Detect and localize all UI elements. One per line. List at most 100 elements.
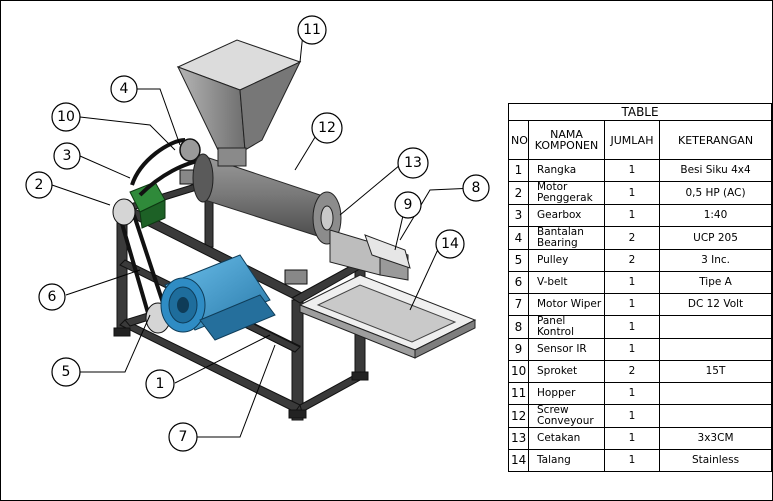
svg-text:10: 10 <box>57 109 75 125</box>
callout-6: 6 <box>38 283 66 311</box>
row-jumlah: 2 <box>604 249 660 272</box>
v-belt <box>116 202 168 321</box>
row-nama: Sproket <box>528 360 605 383</box>
hopper <box>176 39 302 167</box>
header-jumlah: JUMLAH <box>604 120 660 160</box>
svg-text:1: 1 <box>156 376 165 392</box>
callout-2: 2 <box>25 171 53 199</box>
row-no: 4 <box>508 226 529 250</box>
row-keterangan: UCP 205 <box>658 226 773 250</box>
row-nama: Motor Penggerak <box>528 181 605 205</box>
row-nama: Pulley <box>528 249 605 272</box>
row-keterangan: Stainless <box>658 449 773 472</box>
row-no: 1 <box>508 159 529 182</box>
row-no: 3 <box>508 204 529 227</box>
callout-1: 1 <box>145 369 175 399</box>
row-nama: V-belt <box>528 271 605 294</box>
row-keterangan: DC 12 Volt <box>658 293 773 316</box>
row-jumlah: 1 <box>604 159 660 182</box>
row-nama: Hopper <box>528 382 605 405</box>
row-keterangan: Besi Siku 4x4 <box>658 159 773 182</box>
callout-3: 3 <box>53 142 81 170</box>
callout-8: 8 <box>462 174 490 202</box>
leader-lines <box>51 32 476 438</box>
row-nama: Gearbox <box>528 204 605 227</box>
svg-text:8: 8 <box>472 180 481 196</box>
row-no: 11 <box>508 382 529 405</box>
row-jumlah: 1 <box>604 181 660 205</box>
row-nama: Cetakan <box>528 427 605 450</box>
row-no: 12 <box>508 404 529 428</box>
control-panel <box>364 234 411 269</box>
row-no: 6 <box>508 271 529 294</box>
gearbox <box>129 181 166 229</box>
row-nama: Panel Kontrol <box>528 315 605 339</box>
header-no: NO <box>508 120 529 160</box>
svg-text:4: 4 <box>120 81 129 97</box>
row-jumlah: 1 <box>604 293 660 316</box>
row-nama: Rangka <box>528 159 605 182</box>
callout-14: 14 <box>435 229 465 259</box>
callout-10: 10 <box>51 102 81 132</box>
row-jumlah: 1 <box>604 382 660 405</box>
pulley-top <box>112 198 136 226</box>
row-jumlah: 2 <box>604 360 660 383</box>
row-no: 5 <box>508 249 529 272</box>
row-keterangan: 3x3CM <box>658 427 773 450</box>
row-jumlah: 1 <box>604 315 660 339</box>
row-nama: Screw Conveyour <box>528 404 605 428</box>
row-nama: Sensor IR <box>528 338 605 361</box>
row-keterangan <box>658 404 773 428</box>
row-keterangan <box>658 382 773 405</box>
header-nama-komponen: NAMA KOMPONEN <box>528 120 605 160</box>
sprocket <box>179 138 201 162</box>
table-title: TABLE <box>507 103 773 121</box>
frame-foot <box>351 371 369 381</box>
row-no: 2 <box>508 181 529 205</box>
callout-4: 4 <box>110 75 138 103</box>
row-keterangan: 3 Inc. <box>658 249 773 272</box>
row-no: 9 <box>508 338 529 361</box>
svg-text:6: 6 <box>48 289 57 305</box>
row-keterangan: 1:40 <box>658 204 773 227</box>
electric-motor <box>160 254 276 341</box>
callout-7: 7 <box>168 422 198 452</box>
row-keterangan: 15T <box>658 360 773 383</box>
svg-text:9: 9 <box>404 197 413 213</box>
callout-12: 12 <box>311 112 343 144</box>
svg-text:7: 7 <box>179 429 188 445</box>
row-jumlah: 1 <box>604 404 660 428</box>
row-no: 14 <box>508 449 529 472</box>
row-jumlah: 1 <box>604 449 660 472</box>
svg-text:2: 2 <box>35 177 44 193</box>
row-jumlah: 1 <box>604 271 660 294</box>
component-table: TABLE NO NAMA KOMPONEN JUMLAH KETERANGAN… <box>507 103 773 472</box>
svg-text:3: 3 <box>63 148 72 164</box>
svg-text:12: 12 <box>318 120 336 136</box>
row-jumlah: 1 <box>604 338 660 361</box>
row-keterangan <box>658 315 773 339</box>
frame-foot <box>113 327 131 337</box>
row-no: 8 <box>508 315 529 339</box>
row-jumlah: 2 <box>604 226 660 250</box>
row-jumlah: 1 <box>604 204 660 227</box>
callout-9: 9 <box>394 191 422 219</box>
svg-text:14: 14 <box>441 236 459 252</box>
row-no: 13 <box>508 427 529 450</box>
row-nama: Motor Wiper <box>528 293 605 316</box>
header-keterangan: KETERANGAN <box>658 120 773 160</box>
